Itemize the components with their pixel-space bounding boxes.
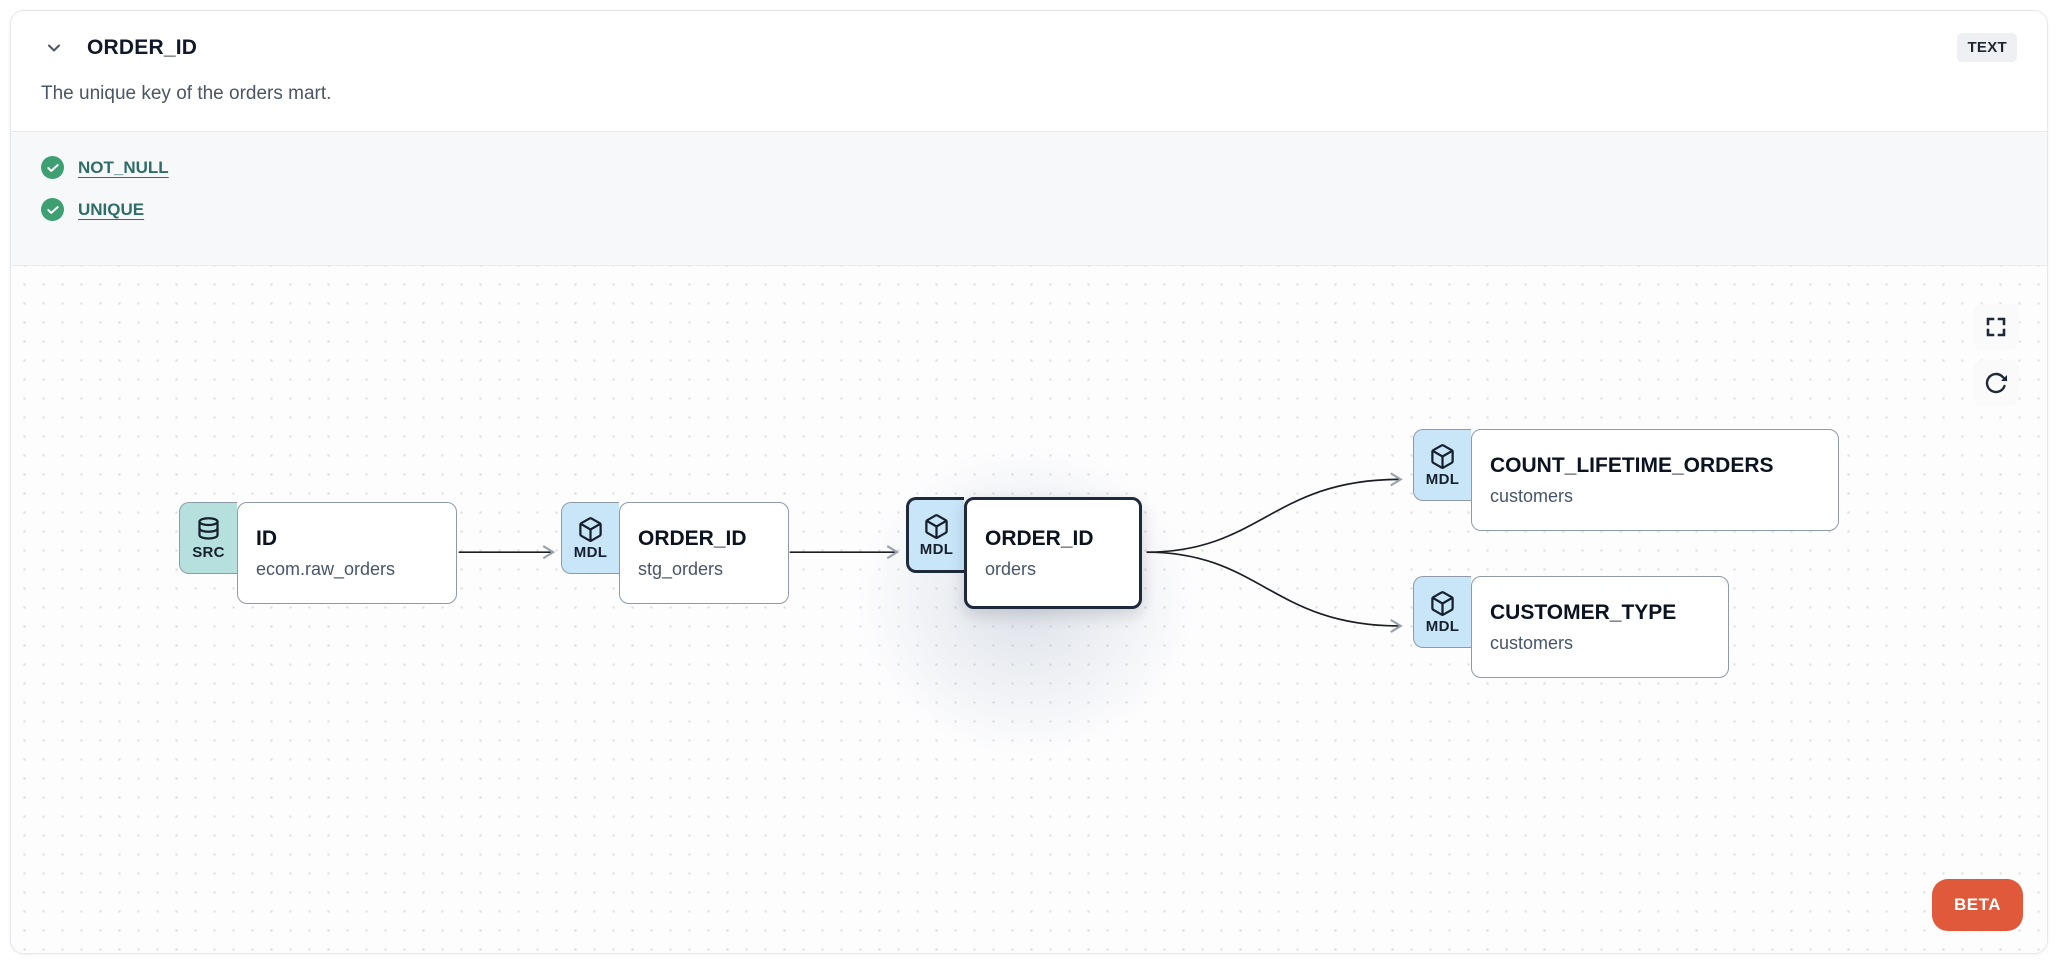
node-title: ID xyxy=(256,526,277,550)
cube-icon xyxy=(1429,443,1456,470)
node-subtitle: customers xyxy=(1490,485,1574,506)
lineage-node-orders-selected[interactable]: MDL ORDER_ID orders xyxy=(906,497,1142,609)
cube-icon xyxy=(577,516,604,543)
check-circle-icon xyxy=(41,156,64,179)
cube-icon xyxy=(1429,590,1456,617)
node-title: ORDER_ID xyxy=(985,526,1094,550)
node-title: ORDER_ID xyxy=(638,526,747,550)
lineage-edge xyxy=(1146,551,1403,633)
test-row: UNIQUE xyxy=(41,198,2017,221)
lineage-edge xyxy=(1146,472,1403,554)
test-row: NOT_NULL xyxy=(41,156,2017,179)
column-title: ORDER_ID xyxy=(87,36,198,59)
fullscreen-button[interactable] xyxy=(1973,304,2019,350)
canvas-controls xyxy=(1973,304,2019,406)
src-tab: SRC xyxy=(179,502,237,574)
node-title: CUSTOMER_TYPE xyxy=(1490,600,1677,624)
node-subtitle: stg_orders xyxy=(638,558,724,579)
mdl-tab: MDL xyxy=(1413,576,1471,648)
node-type-label: MDL xyxy=(919,540,954,558)
column-detail-panel: ORDER_ID The unique key of the orders ma… xyxy=(10,10,2048,954)
lineage-canvas[interactable]: SRC ID ecom.raw_orders MDL ORDER_ID stg_… xyxy=(11,266,2047,953)
node-subtitle: ecom.raw_orders xyxy=(256,558,396,579)
lineage-node-customer-type[interactable]: MDL CUSTOMER_TYPE customers xyxy=(1413,576,1729,678)
panel-header: ORDER_ID The unique key of the orders ma… xyxy=(11,11,2047,131)
chevron-down-icon xyxy=(44,38,64,58)
node-subtitle: orders xyxy=(985,558,1037,579)
tests-section: NOT_NULL UNIQUE xyxy=(11,131,2047,266)
test-link-unique[interactable]: UNIQUE xyxy=(78,199,145,219)
database-icon xyxy=(195,516,222,543)
cube-icon xyxy=(923,513,950,540)
refresh-icon xyxy=(1984,371,2008,395)
refresh-button[interactable] xyxy=(1973,360,2019,406)
node-type-label: MDL xyxy=(573,543,608,561)
column-description: The unique key of the orders mart. xyxy=(41,83,332,104)
lineage-edges xyxy=(458,472,1403,633)
check-circle-icon xyxy=(41,198,64,221)
node-subtitle: customers xyxy=(1490,632,1574,653)
beta-badge: BETA xyxy=(1931,879,2023,931)
node-type-label: MDL xyxy=(1425,470,1460,488)
node-title: COUNT_LIFETIME_ORDERS xyxy=(1490,453,1774,477)
test-link-not-null[interactable]: NOT_NULL xyxy=(78,157,169,177)
collapse-button[interactable] xyxy=(41,35,67,61)
node-type-label: MDL xyxy=(1425,617,1460,635)
lineage-node-count-lifetime-orders[interactable]: MDL COUNT_LIFETIME_ORDERS customers xyxy=(1413,429,1839,531)
mdl-tab: MDL xyxy=(561,502,619,574)
mdl-tab: MDL xyxy=(906,497,964,573)
data-type-badge: TEXT xyxy=(1957,33,2017,62)
node-type-label: SRC xyxy=(192,543,225,561)
lineage-node-stg-orders[interactable]: MDL ORDER_ID stg_orders xyxy=(561,502,789,604)
lineage-node-source-id[interactable]: SRC ID ecom.raw_orders xyxy=(179,502,457,604)
fullscreen-icon xyxy=(1984,315,2008,339)
mdl-tab: MDL xyxy=(1413,429,1471,501)
